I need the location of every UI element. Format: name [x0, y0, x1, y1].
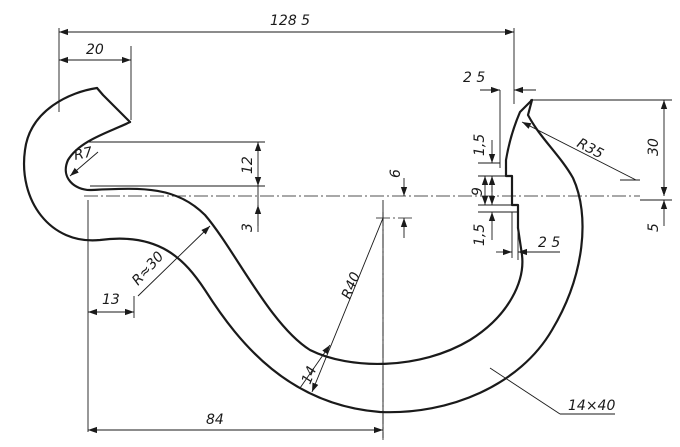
dim-right-radius-line [521, 121, 637, 181]
label-slot-height: 9 [470, 187, 486, 196]
label-overall-width: 128 5 [270, 13, 310, 29]
label-right-offset: 5 [646, 223, 662, 232]
label-right-top-width: 2 5 [463, 70, 485, 86]
dim-inner-radius-line [69, 151, 99, 177]
label-right-height: 30 [646, 138, 662, 156]
label-left-clearance: 13 [102, 292, 120, 308]
dim-cross-section-leader [489, 367, 561, 415]
label-right-bottom-width: 2 5 [538, 235, 560, 251]
label-large-radius-left: R≈30 [129, 249, 167, 289]
label-slot-lower: 1,5 [472, 224, 488, 246]
extension-lines [58, 28, 672, 438]
hook-inner-contour [64, 120, 524, 366]
dim-section-thickness-line [299, 344, 331, 389]
dim-main-radius-line [311, 217, 384, 393]
label-hook-tip-width: 20 [86, 42, 104, 58]
label-right-radius: R35 [574, 135, 606, 162]
right-end-upper [504, 98, 534, 170]
label-centre-distance: 84 [206, 412, 224, 428]
hook-outer-contour [22, 86, 584, 414]
dim-large-radius-left-line [137, 225, 211, 297]
hook-tip-end [95, 86, 132, 124]
label-inner-radius-tip: R7 [73, 144, 95, 164]
right-end-slot [504, 166, 520, 230]
label-left-offset: 3 [240, 223, 256, 232]
label-axis-offset: 6 [388, 169, 404, 178]
hook-outline [22, 86, 584, 414]
label-cross-section: 14×40 [568, 398, 615, 414]
label-left-height: 12 [240, 156, 256, 174]
label-main-radius: R40 [339, 270, 364, 302]
label-section-thickness: 14 [299, 364, 321, 387]
dimension-labels: 128 5 20 R7 12 3 6 R≈30 13 R40 14 84 14×… [73, 13, 662, 428]
dimension-lines [59, 28, 668, 434]
centre-lines [84, 195, 640, 440]
label-slot-upper: 1,5 [472, 134, 488, 156]
